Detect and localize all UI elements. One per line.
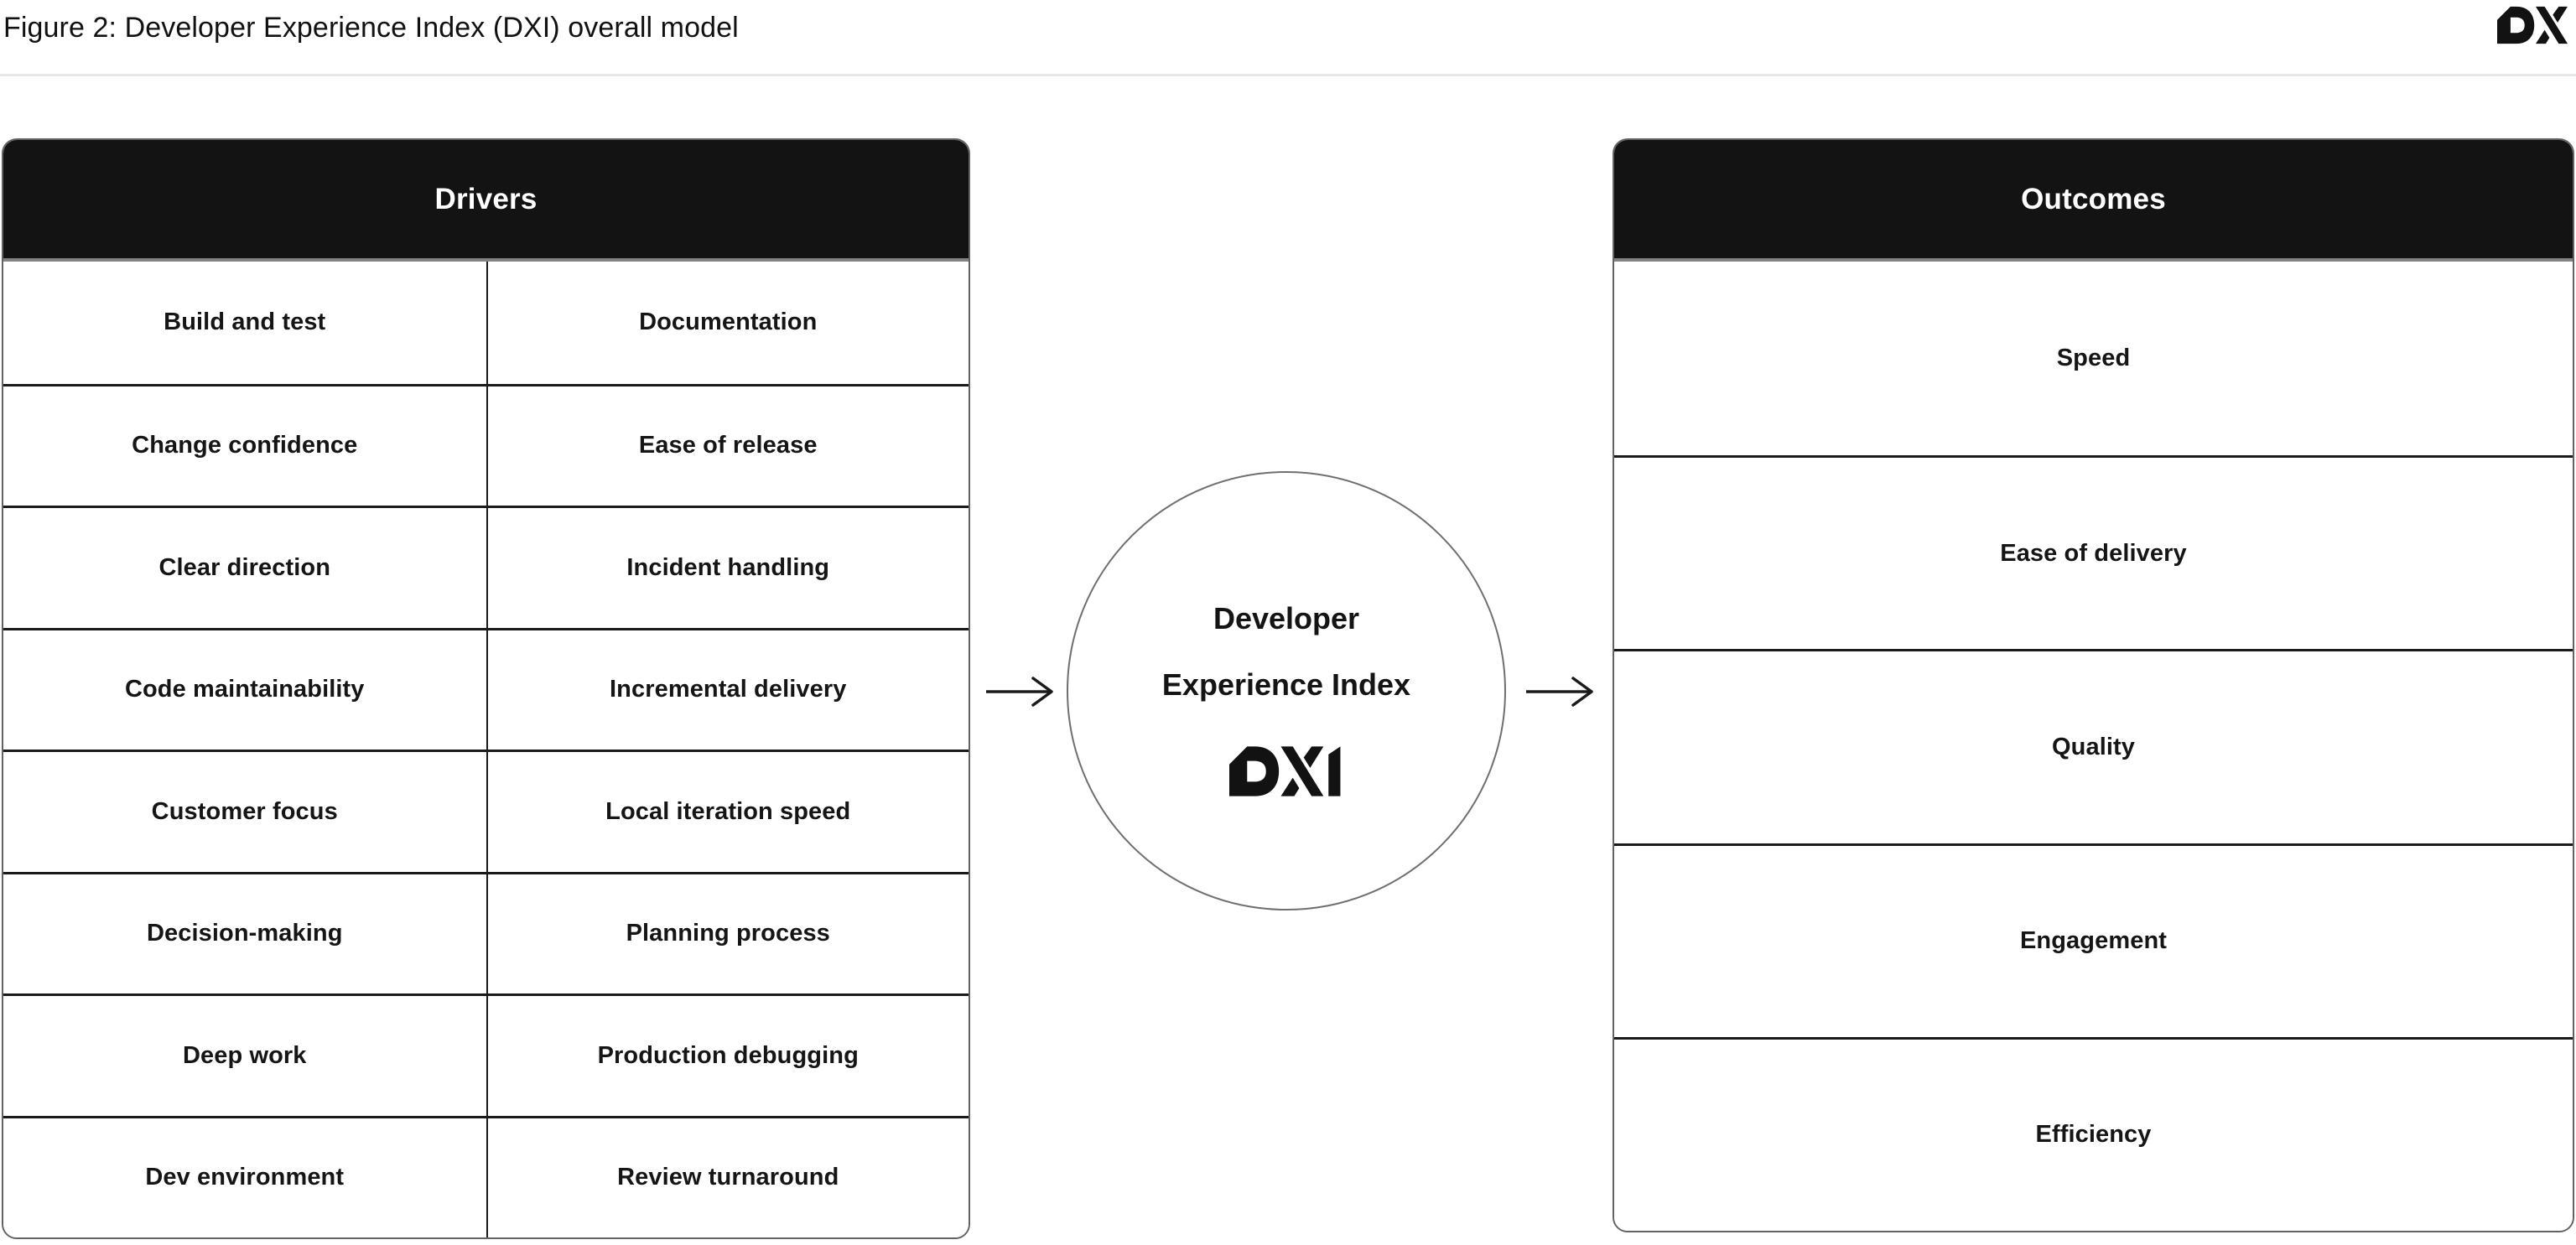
driver-cell: Build and test: [3, 262, 486, 384]
outcome-cell: Efficiency: [1614, 1036, 2573, 1231]
outcomes-table: Outcomes Speed Ease of delivery Quality …: [1613, 138, 2574, 1232]
driver-cell: Production debugging: [486, 993, 969, 1116]
driver-cell: Customer focus: [3, 750, 486, 872]
drivers-table: Drivers Build and test Documentation Cha…: [2, 138, 970, 1239]
driver-cell: Local iteration speed: [486, 750, 969, 872]
driver-cell: Incident handling: [486, 506, 969, 628]
driver-cell: Documentation: [486, 262, 969, 384]
circle-title-line1: Developer: [1213, 601, 1360, 635]
driver-cell: Code maintainability: [3, 627, 486, 750]
outcomes-header: Outcomes: [1614, 140, 2573, 262]
dxi-circle: Developer Experience Index: [1067, 471, 1506, 910]
driver-cell: Review turnaround: [486, 1115, 969, 1237]
driver-cell: Incremental delivery: [486, 627, 969, 750]
dxi-logo-icon: [1229, 746, 1343, 796]
driver-cell: Change confidence: [3, 383, 486, 506]
driver-cell: Deep work: [3, 993, 486, 1116]
driver-cell: Ease of release: [486, 383, 969, 506]
drivers-body: Build and test Documentation Change conf…: [3, 262, 969, 1237]
outcome-cell: Speed: [1614, 262, 2573, 456]
circle-title-line2: Experience Index: [1161, 667, 1411, 702]
outcome-cell: Engagement: [1614, 843, 2573, 1037]
driver-cell: Planning process: [486, 871, 969, 993]
outcome-cell: Ease of delivery: [1614, 455, 2573, 650]
drivers-to-index-arrow-icon: [986, 670, 1057, 713]
index-to-outcomes-arrow-icon: [1526, 670, 1597, 713]
driver-cell: Decision-making: [3, 871, 486, 993]
outcome-cell: Quality: [1614, 649, 2573, 843]
outcomes-body: Speed Ease of delivery Quality Engagemen…: [1614, 262, 2573, 1231]
dx-logo-icon: [2497, 5, 2568, 45]
drivers-header: Drivers: [3, 140, 969, 262]
driver-cell: Clear direction: [3, 506, 486, 628]
driver-cell: Dev environment: [3, 1115, 486, 1237]
page-title: Figure 2: Developer Experience Index (DX…: [3, 12, 739, 44]
title-divider: [0, 74, 2576, 76]
